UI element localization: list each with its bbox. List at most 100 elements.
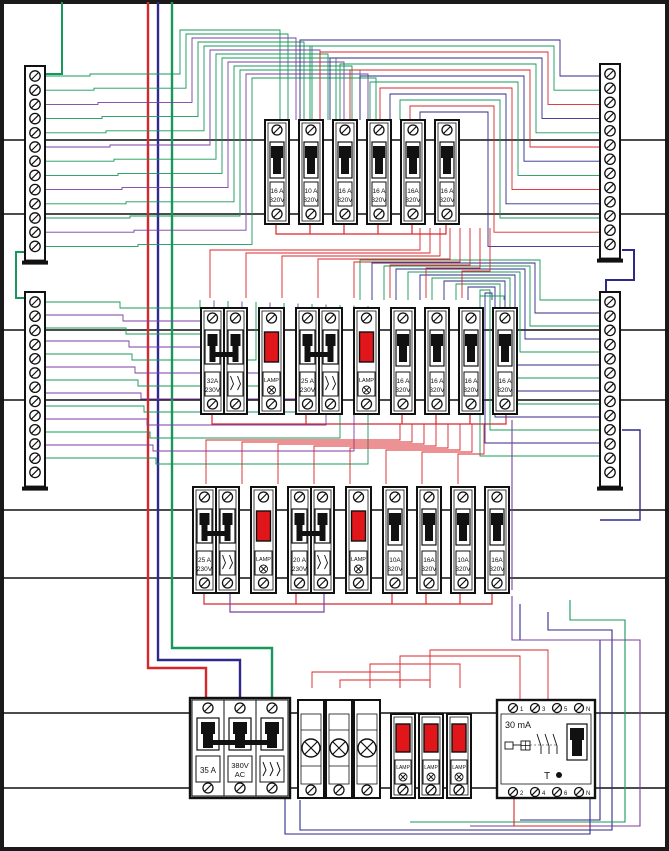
pole-label-box [314,550,331,576]
lamp-inner [348,489,369,591]
breaker-volts: 320V [489,566,505,573]
wire [389,228,471,298]
screw-slot [575,704,583,712]
pole-label-box [196,550,213,576]
breaker-inner [437,122,457,222]
pole-label-box [322,371,339,397]
breaker-amps: 16 A [396,378,410,385]
wire [44,49,321,148]
lamp-label: LAMP [256,557,271,563]
lamp-red-window [451,723,467,753]
switch-label-box [259,755,285,783]
screw-slot [303,314,312,322]
switch-contact-symbol [222,554,233,570]
pole-inner [218,489,237,591]
breaker-toggle-handle [499,334,511,346]
tie-bar [204,531,228,536]
screw-slot [303,400,312,408]
screw-terminal [604,224,616,237]
screw-slot [363,786,371,794]
screw-terminal [604,438,616,450]
breaker-toggle-handle [431,334,443,346]
breaker-amps: 20 A [293,557,307,564]
screw-terminal [465,312,477,324]
screw-terminal [29,155,41,168]
top-breaker: 16A 320V [400,119,426,225]
breaker-amps: 16 A [498,378,512,385]
indicator-lamp: LAMP [353,307,380,415]
screw-terminal [397,398,409,410]
breaker-toggle-stem [341,158,349,174]
screw-slot [354,579,363,587]
breaker-amps: 32A [207,378,219,385]
breaker-volts: 320V [303,197,319,204]
screw-slot [606,126,614,135]
pole-label-box [204,371,221,397]
screw-terminal [604,96,616,109]
breaker-label-box [439,181,455,207]
screw-slot [606,183,614,192]
screw-slot [399,400,407,408]
strip-foot [22,486,48,491]
breaker-inner [419,489,439,591]
breaker-volts: 320V [371,197,387,204]
screw-slot [553,704,561,712]
screw-slot [375,126,383,134]
wire [44,73,369,233]
screw-slot [433,314,441,322]
breaker-volts: 320V [405,197,421,204]
lamp-symbol-cross [427,773,435,781]
screw-terminal [29,395,41,408]
screw-slot [31,86,39,95]
screw-slot [553,788,561,796]
lamp-label-box [254,550,273,576]
wire [419,111,606,247]
screw-terminal [425,784,437,796]
rcd-toggle-stem [572,740,582,756]
screw-terminal [604,409,616,422]
pole-inner [203,310,222,412]
wire [146,2,208,700]
screw-terminal [29,112,41,125]
screw-terminal [202,782,214,794]
screw-slot [459,493,467,501]
screw-terminal [389,491,401,503]
indicator-lamp: LAMP [418,713,444,799]
screw-slot [606,440,614,448]
screw-terminal [229,312,242,324]
screw-terminal [604,181,616,194]
wire [44,53,329,162]
wire [44,29,281,120]
breaker-amps: 16A [407,188,419,195]
left-terminal-strip-top [22,65,48,265]
lamp-label: LAMP [264,378,279,384]
pole-inner [313,489,332,591]
screw-terminal [202,702,214,714]
pole-label-box [299,371,316,397]
lamp-label-box [422,759,440,785]
screw-terminal [206,312,219,324]
screw-terminal [360,312,373,324]
screw-slot [273,126,281,134]
wire [410,600,626,823]
screw-terminal [507,702,519,714]
pole-toggle-handle [222,513,233,525]
fuse-holder [325,699,353,799]
breaker-inner [427,310,447,412]
screw-terminal [604,324,616,337]
lamp-label-box [357,371,376,397]
screw-terminal [407,124,419,136]
screw-terminal [604,238,616,251]
screw-terminal [29,310,41,323]
screw-terminal [465,398,477,410]
screw-terminal [604,210,616,222]
switch-contact-symbol [325,375,336,391]
breaker-volts: 320V [429,387,445,394]
